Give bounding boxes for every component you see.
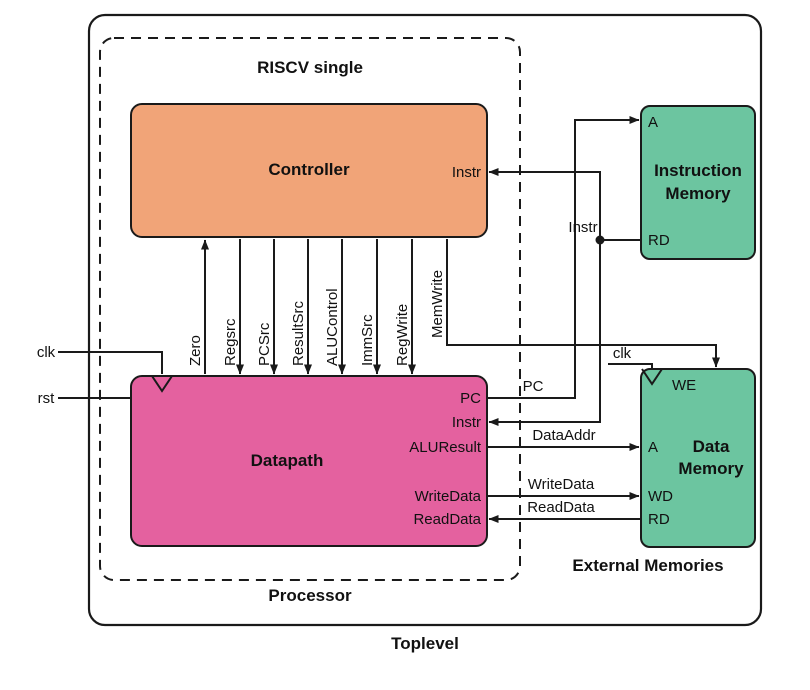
toplevel-label: Toplevel <box>391 634 459 653</box>
signal-label-immsrc: ImmSrc <box>359 314 376 366</box>
data-memory-title-line2: Memory <box>678 459 744 478</box>
wire-instr-to-controller <box>488 168 601 240</box>
instruction-memory-title: Instruction Memory <box>654 160 742 204</box>
data-memory-block: Data Memory <box>640 368 756 548</box>
wire-clk <box>58 351 163 374</box>
wire-label-instr: Instr <box>568 219 597 236</box>
data-memory-title-line1: Data <box>692 436 730 456</box>
wire-label-readdata: ReadData <box>527 499 595 516</box>
signal-label-resultsrc: ResultSrc <box>290 300 307 366</box>
riscv-single-label: RISCV single <box>257 58 363 77</box>
clk-input-label: clk <box>37 344 56 361</box>
wire-label-dataaddr: DataAddr <box>532 427 595 444</box>
dmem-clk-label: clk <box>613 345 632 362</box>
wire-dmem-clk <box>608 363 653 368</box>
signal-label-regsrc: Regsrc <box>222 318 239 366</box>
instr-junction-dot <box>595 235 605 245</box>
datapath-block: Datapath <box>130 375 488 547</box>
wire-label-pc: PC <box>523 378 544 395</box>
data-memory-title: Data Memory <box>678 436 743 480</box>
wire-pc <box>488 116 640 399</box>
external-memories-label: External Memories <box>572 556 724 575</box>
instruction-memory-block: Instruction Memory <box>640 105 756 260</box>
signal-label-alucontrol: ALUControl <box>324 288 341 366</box>
rst-input-label: rst <box>38 390 55 407</box>
processor-label: Processor <box>268 586 352 605</box>
signal-label-zero: Zero <box>187 335 204 366</box>
controller-title: Controller <box>268 160 350 180</box>
instruction-memory-title-line2: Memory <box>665 183 731 203</box>
datapath-title: Datapath <box>250 450 324 470</box>
controller-block: Controller <box>130 103 488 238</box>
wire-instr-to-datapath <box>488 240 601 426</box>
instruction-memory-title-line1: Instruction <box>654 161 742 181</box>
signal-label-memwrite: MemWrite <box>429 270 446 338</box>
signal-label-regwrite: RegWrite <box>394 304 411 366</box>
wire-label-writedata: WriteData <box>528 476 595 493</box>
signal-label-pcsrc: PCSrc <box>256 322 273 366</box>
